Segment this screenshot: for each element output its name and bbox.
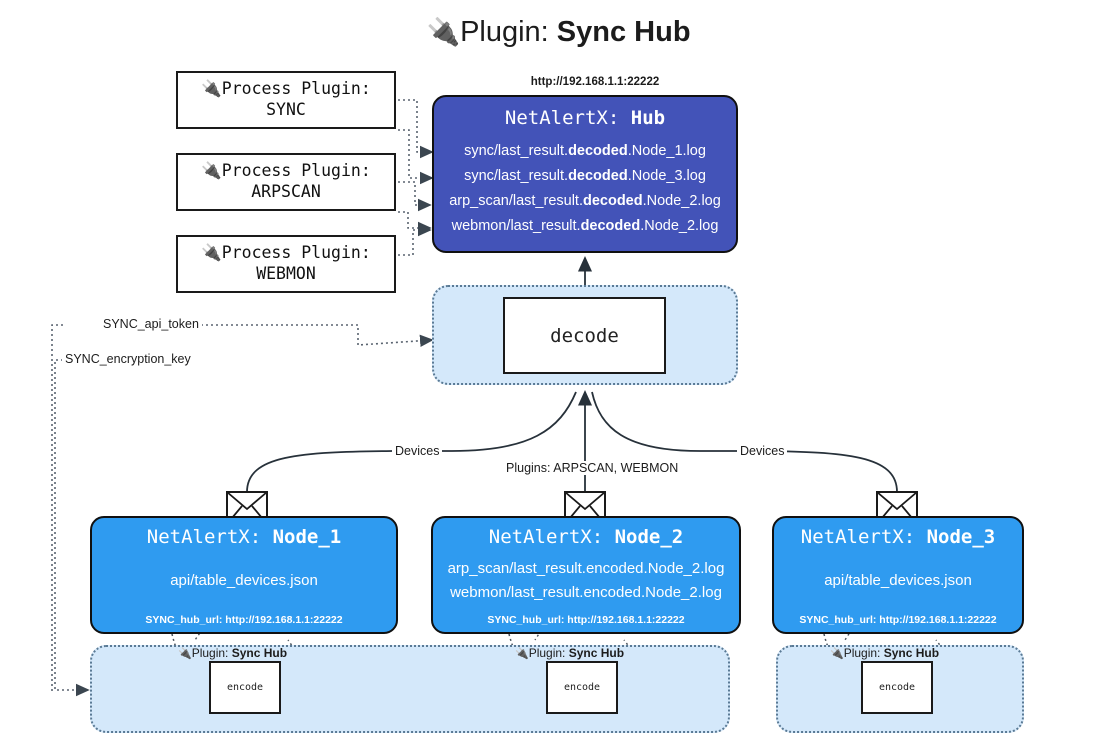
page-title-prefix: Plugin: [460, 16, 549, 48]
node-3-line-1: api/table_devices.json [824, 572, 972, 590]
plug-icon: 🔌 [201, 79, 222, 99]
node-3-hub-url: SYNC_hub_url: http://192.168.1.1:22222 [799, 614, 997, 626]
node-box-node-1[interactable]: NetAlertX: Node_1 api/table_devices.json… [90, 516, 398, 634]
encoder-2-plugin-tag: 🔌Plugin: Sync Hub [515, 646, 625, 660]
hub-log-line-2: sync/last_result.decoded.Node_3.log [464, 167, 706, 184]
node-1-lines: api/table_devices.json [170, 548, 318, 614]
process-plugin-sync-line2: SYNC [266, 100, 306, 119]
process-plugin-webmon-line2: WEBMON [256, 264, 316, 283]
node-1-hub-url: SYNC_hub_url: http://192.168.1.1:22222 [145, 614, 343, 626]
hub-log-line-3: arp_scan/last_result.decoded.Node_2.log [449, 192, 721, 209]
process-plugin-arpscan-line1: Process Plugin: [221, 161, 371, 181]
encoder-3-plugin-tag: 🔌Plugin: Sync Hub [830, 646, 940, 660]
hub-title-prefix: NetAlertX: [504, 107, 620, 129]
node-2-lines: arp_scan/last_result.encoded.Node_2.log … [448, 548, 725, 614]
hub-title: NetAlertX: Hub [505, 107, 665, 129]
node-2-line-1: arp_scan/last_result.encoded.Node_2.log [447, 560, 725, 578]
page-title-name: Sync Hub [556, 16, 691, 48]
plug-icon: 🔌 [426, 17, 461, 47]
encode-box-3[interactable]: encode [861, 661, 933, 714]
node-1-line-1: api/table_devices.json [170, 572, 318, 590]
edge-label-devices-left: Devices [392, 444, 443, 458]
encode-box-1[interactable]: encode [209, 661, 281, 714]
process-plugin-webmon-box[interactable]: 🔌Process Plugin: WEBMON [176, 235, 396, 293]
edge-label-devices-right: Devices [737, 444, 788, 458]
process-plugin-sync-box[interactable]: 🔌Process Plugin: SYNC [176, 71, 396, 129]
decode-box[interactable]: decode [503, 297, 666, 374]
plug-icon: 🔌 [830, 648, 844, 660]
process-plugin-arpscan-line2: ARPSCAN [251, 182, 321, 201]
page-title: 🔌Plugin: Sync Hub [0, 16, 1117, 49]
hub-log-line-1: sync/last_result.decoded.Node_1.log [464, 143, 706, 159]
node-2-title: NetAlertX: Node_2 [488, 526, 684, 548]
node-3-title: NetAlertX: Node_3 [800, 526, 996, 548]
plug-icon: 🔌 [201, 161, 222, 181]
plug-icon: 🔌 [515, 648, 529, 660]
hub-log-line-4: webmon/last_result.decoded.Node_2.log [451, 217, 719, 234]
node-box-node-3[interactable]: NetAlertX: Node_3 api/table_devices.json… [772, 516, 1024, 634]
plug-icon: 🔌 [178, 648, 192, 660]
node-2-line-2: webmon/last_result.encoded.Node_2.log [450, 584, 722, 601]
hub-title-name: Hub [630, 107, 666, 129]
hub-url-label: http://192.168.1.1:22222 [530, 76, 660, 88]
hub-box[interactable]: NetAlertX: Hub sync/last_result.decoded.… [432, 95, 738, 253]
node-2-hub-url: SYNC_hub_url: http://192.168.1.1:22222 [487, 614, 685, 626]
sync-encryption-key-label: SYNC_encryption_key [62, 352, 194, 366]
process-plugin-webmon-line1: Process Plugin: [221, 243, 371, 263]
encoder-pane-left [90, 645, 730, 733]
encoder-1-plugin-tag: 🔌Plugin: Sync Hub [178, 646, 288, 660]
encode-box-2[interactable]: encode [546, 661, 618, 714]
edge-label-plugins: Plugins: ARPSCAN, WEBMON [503, 461, 682, 475]
node-box-node-2[interactable]: NetAlertX: Node_2 arp_scan/last_result.e… [431, 516, 741, 634]
sync-api-token-label: SYNC_api_token [100, 317, 202, 331]
process-plugin-arpscan-box[interactable]: 🔌Process Plugin: ARPSCAN [176, 153, 396, 211]
node-3-lines: api/table_devices.json [824, 548, 972, 614]
node-1-title: NetAlertX: Node_1 [146, 526, 342, 548]
plug-icon: 🔌 [201, 243, 222, 263]
process-plugin-sync-line1: Process Plugin: [221, 79, 371, 99]
